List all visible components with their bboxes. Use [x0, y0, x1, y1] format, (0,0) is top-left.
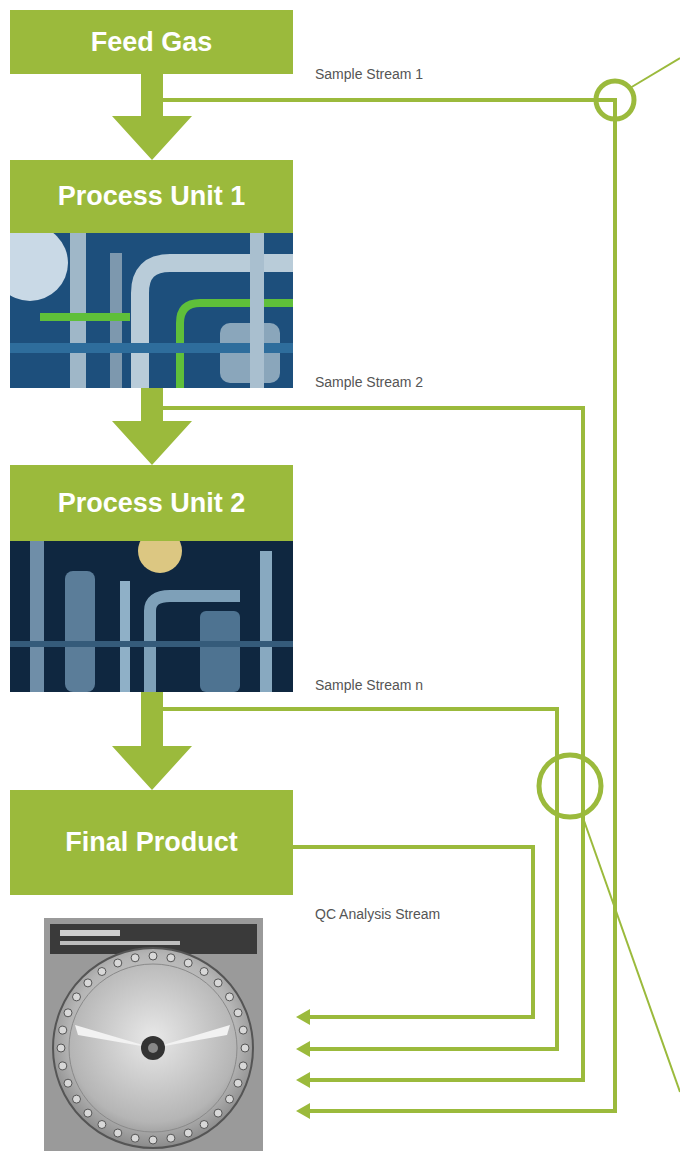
stream-label: QC Analysis Stream [315, 906, 440, 922]
plant-photo [10, 541, 293, 692]
plant-photo [10, 233, 293, 388]
box-header: Process Unit 2 [10, 465, 293, 541]
box-title: Final Product [65, 827, 238, 858]
flow-arrow [112, 388, 192, 465]
stream-label: Sample Stream 1 [315, 66, 423, 82]
flow-arrow [112, 692, 192, 790]
box-title: Feed Gas [91, 27, 213, 58]
process-box: Process Unit 1 [10, 160, 293, 388]
valve-photo [44, 918, 263, 1151]
process-box: Final Product [10, 790, 293, 895]
process-box: Process Unit 2 [10, 465, 293, 692]
stream-label: Sample Stream n [315, 677, 423, 693]
box-header: Process Unit 1 [10, 160, 293, 233]
box-title: Process Unit 1 [58, 181, 246, 212]
stream-label: Sample Stream 2 [315, 374, 423, 390]
flow-arrow [112, 74, 192, 160]
box-header: Final Product [10, 790, 293, 895]
box-title: Process Unit 2 [58, 488, 246, 519]
box-header: Feed Gas [10, 10, 293, 74]
process-box: Feed Gas [10, 10, 293, 74]
